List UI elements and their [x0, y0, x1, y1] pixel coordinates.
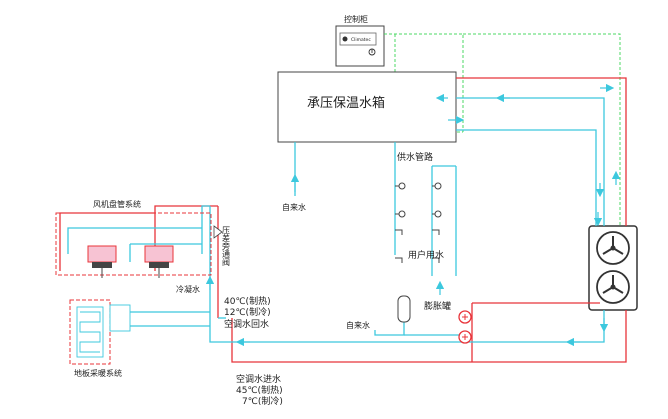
- circulation-pump-icon: [458, 310, 472, 344]
- bypass-valve-label: 压差旁通阀: [222, 226, 231, 267]
- flow-arrows: [205, 83, 621, 347]
- supply-pipe-label: 供水管路: [397, 151, 433, 163]
- fan-coil-system-label: 风机盘管系统: [93, 199, 141, 209]
- tap-water-bottom-label: 自来水: [346, 320, 370, 330]
- power-button-icon: [368, 48, 376, 56]
- supply-temp-cooling: 7℃(制冷): [242, 395, 283, 407]
- controller-brand: Climatec: [351, 37, 371, 43]
- bypass-valve-icon: [213, 225, 223, 239]
- tap-icon: [395, 182, 442, 263]
- fan-coil-unit: [87, 245, 174, 278]
- floor-heating-zone: [69, 299, 131, 365]
- supply-water-label: 空调水进水: [236, 373, 281, 385]
- expansion-tank: [397, 295, 411, 323]
- control-cabinet-label: 控制柜: [344, 14, 368, 24]
- condensate-label: 冷凝水: [176, 284, 200, 294]
- return-water-label: 空调水回水: [224, 318, 269, 330]
- tap-water-top-label: 自来水: [282, 202, 306, 212]
- hot-pipes: [59, 77, 627, 363]
- return-temp-cooling: 12℃(制冷): [224, 306, 271, 318]
- expansion-tank-label: 膨胀罐: [424, 300, 451, 312]
- return-temp-heating: 40℃(制热): [224, 295, 271, 307]
- domestic-water-label: 用户用水: [408, 249, 444, 261]
- fan-coil-zone: [55, 212, 212, 276]
- heat-pump-unit: [588, 225, 638, 311]
- pressure-tank: [277, 71, 457, 143]
- floor-heating-label: 地板采暖系统: [74, 368, 122, 378]
- tank-label: 承压保温水箱: [307, 95, 385, 111]
- supply-temp-heating: 45℃(制热): [236, 384, 283, 396]
- control-cabinet: Climatec: [335, 25, 385, 67]
